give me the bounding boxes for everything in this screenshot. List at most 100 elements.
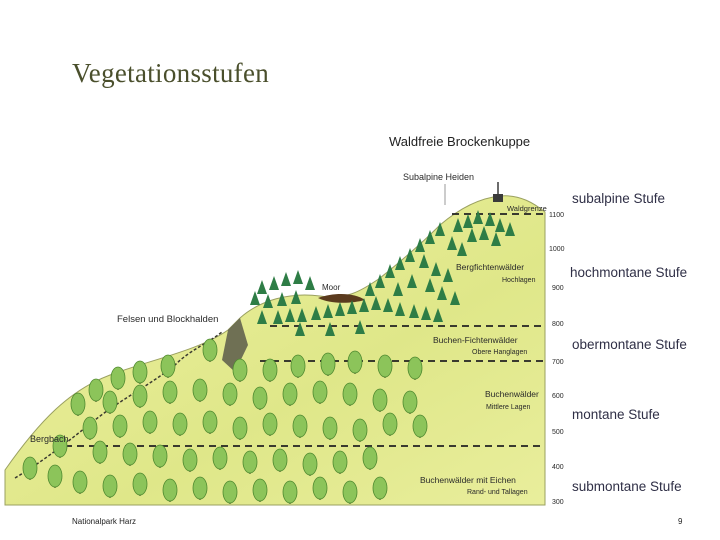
deciduous-tree [252,386,268,410]
conifer-tree [323,304,333,318]
conifer-tree [383,298,393,312]
zone-submontane: submontane Stufe [572,479,682,494]
conifer-tree [495,218,505,232]
conifer-tree [250,291,260,305]
deciduous-tree [382,412,398,436]
deciduous-tree [172,412,188,436]
zone-obermontane: obermontane Stufe [572,337,687,352]
conifer-tree [467,228,477,242]
deciduous-tree [312,476,328,500]
deciduous-tree [320,352,336,376]
conifer-tree [450,291,460,305]
conifer-tree [371,296,381,310]
deciduous-tree [352,418,368,442]
rock-face [222,318,248,372]
summit-hut [493,182,503,202]
deciduous-tree [82,416,98,440]
deciduous-tree [132,360,148,384]
conifer-tree [385,264,395,278]
label-felsen: Felsen und Blockhalden [117,314,218,325]
deciduous-tree [152,444,168,468]
altitude-label: 1000 [549,246,565,253]
zone-hochmontane: hochmontane Stufe [570,265,687,280]
conifer-tree [347,300,357,314]
conifer-tree [325,322,335,336]
conifer-tree [375,274,385,288]
conifer-tree [311,306,321,320]
deciduous-tree [362,446,378,470]
zone-montane: montane Stufe [572,407,660,422]
deciduous-tree [372,476,388,500]
conifer-tree [437,286,447,300]
conifer-tree [355,320,365,334]
deciduous-tree [302,452,318,476]
deciduous-tree [162,380,178,404]
deciduous-tree [192,476,208,500]
deciduous-tree [290,354,306,378]
moor-patch [318,294,365,303]
deciduous-tree [110,366,126,390]
conifer-tree [435,222,445,236]
conifer-tree [453,218,463,232]
deciduous-tree [232,416,248,440]
deciduous-tree [132,384,148,408]
deciduous-tree [22,456,38,480]
altitude-label: 300 [552,499,564,506]
conifer-tree [431,262,441,276]
deciduous-tree [272,448,288,472]
conifer-tree [273,310,283,324]
conifer-tree [285,308,295,322]
conifer-tree [409,304,419,318]
altitude-label: 400 [552,464,564,471]
conifer-tree [395,302,405,316]
conifer-tree [473,210,483,224]
conifer-tree [395,256,405,270]
conifer-tree [257,310,267,324]
conifer-tree [485,212,495,226]
label-buchenwaelder-eichen: Buchenwälder mit Eichen [420,475,516,485]
slide-title: Vegetationsstufen [72,58,270,88]
label-bergbach: Bergbach [30,434,69,444]
deciduous-tree [72,470,88,494]
conifer-tree [457,242,467,256]
altitude-label: 1100 [549,212,564,219]
altitude-label: 500 [552,429,564,436]
deciduous-tree [342,382,358,406]
deciduous-tree [377,354,393,378]
deciduous-tree [52,434,68,458]
conifer-tree [291,290,301,304]
deciduous-tree [202,410,218,434]
deciduous-tree [407,356,423,380]
conifer-tree [263,294,273,308]
conifer-tree [415,238,425,252]
conifer-trees [250,210,515,336]
page-number: 9 [678,517,683,526]
conifer-tree [491,232,501,246]
deciduous-tree [70,392,86,416]
deciduous-tree [282,382,298,406]
deciduous-tree [122,442,138,466]
deciduous-tree [162,478,178,502]
conifer-tree [293,270,303,284]
label-subalpine-heiden: Subalpine Heiden [403,172,474,182]
altitude-scale: 1100 1000 900 800 700 600 500 400 300 [549,212,565,506]
zone-subalpine: subalpine Stufe [572,191,665,206]
deciduous-tree [222,480,238,504]
conifer-tree [463,214,473,228]
deciduous-tree [88,378,104,402]
label-buchenwaelder: Buchenwälder [485,389,539,399]
altitude-label: 900 [552,285,564,292]
label-obere-hanglagen: Obere Hanglagen [472,349,527,356]
conifer-tree [425,278,435,292]
deciduous-tree [182,448,198,472]
conifer-tree [305,276,315,290]
conifer-tree [433,308,443,322]
deciduous-tree [92,440,108,464]
conifer-tree [405,248,415,262]
altitude-label: 700 [552,359,564,366]
deciduous-trees [22,338,428,504]
label-moor: Moor [322,283,341,292]
caption-brockenkuppe: Waldfreie Brockenkuppe [389,134,531,149]
conifer-tree [365,282,375,296]
